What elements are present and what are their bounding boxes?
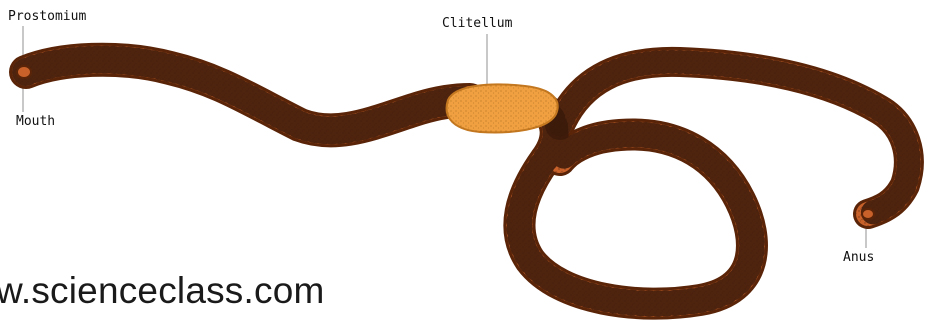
anus-tip bbox=[862, 209, 874, 219]
anus-label: Anus bbox=[843, 251, 874, 265]
clitellum bbox=[447, 84, 558, 132]
clitellum-label: Clitellum bbox=[442, 17, 512, 31]
prostomium-tip bbox=[17, 66, 31, 78]
watermark-text: w.scienceclass.com bbox=[0, 270, 325, 312]
prostomium-label: Prostomium bbox=[8, 10, 86, 24]
mouth-label: Mouth bbox=[16, 115, 55, 129]
